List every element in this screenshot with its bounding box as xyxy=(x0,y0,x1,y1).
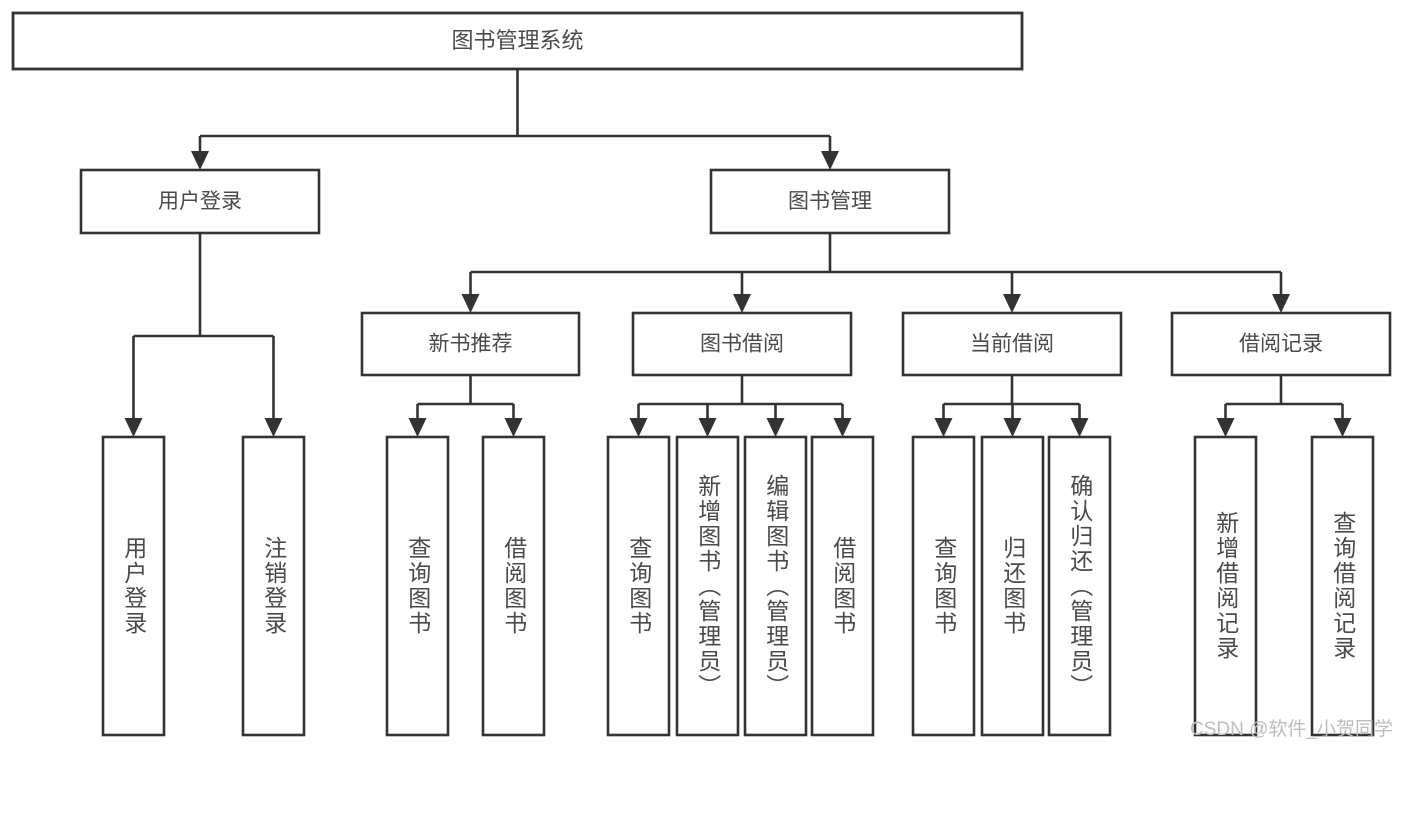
arrow-head-icon xyxy=(264,418,283,437)
node-new-book-rec-label: 新书推荐 xyxy=(429,333,513,356)
arrow-head-icon xyxy=(124,418,143,437)
leaf-confirm-return-box xyxy=(1047,435,1112,737)
connectors-layer xyxy=(124,69,1352,437)
arrow-head-icon xyxy=(1003,418,1022,437)
arrow-head-icon xyxy=(1070,418,1089,437)
node-current-borrow-box xyxy=(901,311,1123,377)
node-book-borrow-label: 图书借阅 xyxy=(700,333,784,356)
node-book-manage-box xyxy=(709,168,951,235)
leaf-query-book-cur-box xyxy=(911,435,976,737)
leaf-user-login-box xyxy=(101,435,166,737)
leaf-edit-book-box xyxy=(743,435,808,737)
arrow-head-icon xyxy=(733,294,751,313)
node-current-borrow-label: 当前借阅 xyxy=(970,333,1054,356)
arrow-head-icon xyxy=(1272,294,1290,313)
arrow-head-icon xyxy=(629,418,648,437)
node-book-manage-label: 图书管理 xyxy=(788,190,872,213)
leaf-add-book-box xyxy=(675,435,740,737)
arrow-head-icon xyxy=(821,151,839,170)
diagram-root: 图书管理系统用户登录图书管理新书推荐图书借阅当前借阅借阅记录 用户登录注销登录查… xyxy=(11,11,1393,740)
arrow-head-icon xyxy=(504,418,523,437)
arrow-head-icon xyxy=(698,418,717,437)
leaf-query-book-box xyxy=(606,435,671,737)
arrow-head-icon xyxy=(833,418,852,437)
boxes-layer xyxy=(11,11,1392,737)
arrow-head-icon xyxy=(408,418,427,437)
root-node-label: 图书管理系统 xyxy=(451,28,583,53)
leaf-add-record-box xyxy=(1193,435,1258,737)
node-borrow-record-label: 借阅记录 xyxy=(1239,333,1323,356)
arrow-head-icon xyxy=(1003,294,1021,313)
leaf-borrow-book-rec-box xyxy=(481,435,546,737)
leaf-query-record-box xyxy=(1310,435,1375,737)
leaf-borrow-book-box xyxy=(810,435,875,737)
leaf-return-book-box xyxy=(980,435,1045,737)
leaf-query-book-rec-box xyxy=(385,435,450,737)
node-borrow-record-box xyxy=(1170,311,1392,377)
arrow-head-icon xyxy=(1216,418,1235,437)
leaf-user-logout-box xyxy=(241,435,306,737)
root-node-box xyxy=(11,11,1024,71)
node-new-book-rec-box xyxy=(360,311,581,377)
arrow-head-icon xyxy=(766,418,785,437)
csdn-watermark: CSDN @软件_小贺同学 xyxy=(1190,719,1393,740)
node-user-login-box xyxy=(79,168,321,235)
arrow-head-icon xyxy=(461,294,480,313)
arrow-head-icon xyxy=(1333,418,1352,437)
node-book-borrow-box xyxy=(631,311,853,377)
arrow-head-icon xyxy=(934,418,953,437)
node-user-login-label: 用户登录 xyxy=(158,190,242,213)
arrow-head-icon xyxy=(191,151,209,170)
